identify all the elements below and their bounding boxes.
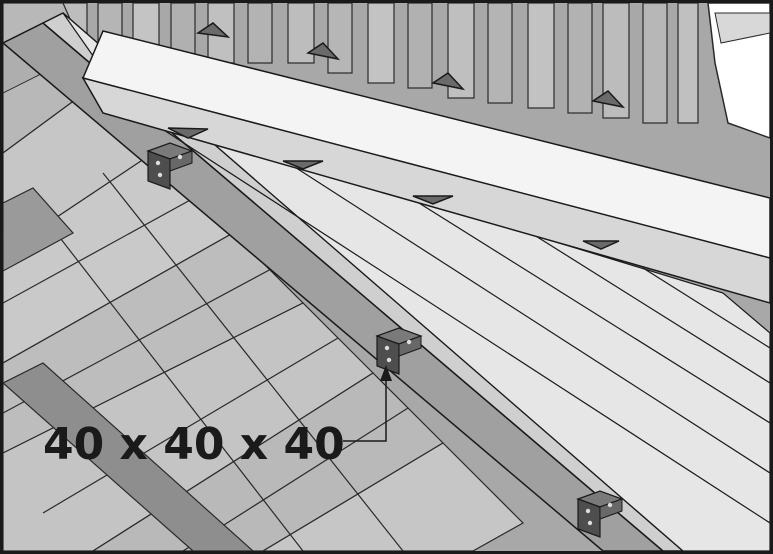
angle-bracket-icon	[375, 327, 423, 375]
joists	[3, 187, 254, 551]
callout-leader	[343, 381, 387, 442]
arrow-up-icon	[380, 365, 392, 381]
dimension-label: 40 x 40 x 40	[43, 419, 345, 470]
deck-drawing	[3, 3, 770, 551]
fascia-beam	[81, 22, 770, 304]
angle-bracket-icon	[576, 490, 624, 538]
angle-bracket-icon	[146, 142, 194, 190]
